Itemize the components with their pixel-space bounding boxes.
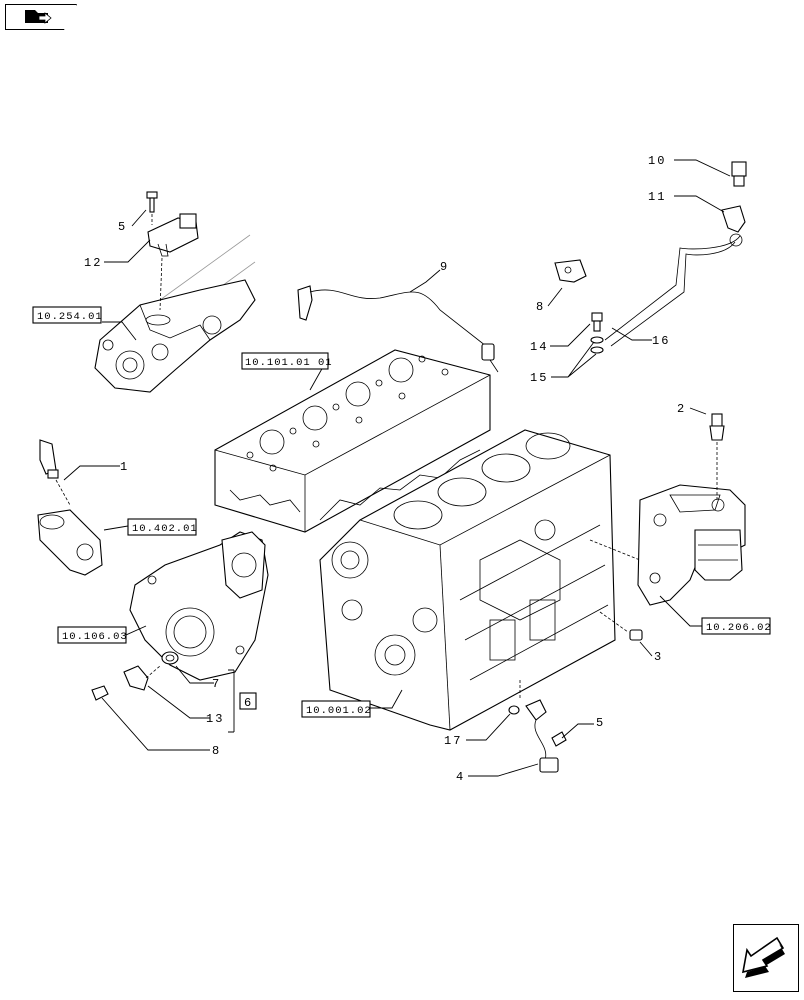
map-sensor: [147, 213, 199, 311]
oil-tube: [604, 235, 741, 347]
cylinder-head: [214, 349, 491, 533]
folder-arrow-icon: [25, 10, 52, 24]
engine-block: [319, 429, 641, 731]
mounting-bolt: [91, 685, 109, 701]
ref-label-10-402-01: 10.402.01: [132, 523, 198, 535]
back-arrow-button[interactable]: [733, 924, 799, 992]
ref-box-10-101-01-01[interactable]: [241, 352, 329, 370]
callout-1: 1: [120, 460, 129, 474]
callout-11: 11: [648, 190, 666, 204]
callout-15: 15: [530, 371, 548, 385]
o-ring-seal: [161, 651, 179, 665]
callout-8-top: 8: [536, 300, 545, 314]
plug: [599, 611, 643, 641]
top-nav-tab[interactable]: [5, 4, 77, 30]
callout-5-bottom: 5: [596, 716, 605, 730]
oil-sender: [731, 161, 747, 187]
thermostat-housing: [37, 509, 103, 576]
temperature-sensor: [39, 439, 71, 506]
callout-16: 16: [652, 334, 670, 348]
callout-4: 4: [456, 770, 465, 784]
callout-2: 2: [677, 402, 686, 416]
callout-14: 14: [530, 340, 548, 354]
ref-label-10-001-02: 10.001.02: [306, 705, 372, 717]
pressure-switch: [709, 413, 725, 500]
ref-box-10-206-02[interactable]: [701, 617, 771, 635]
bracket: [554, 259, 587, 283]
intake-manifold: [94, 234, 256, 393]
banjo-bolt-and-washers: [590, 312, 604, 354]
back-arrow-icon: [741, 936, 785, 978]
ref-label-10-106-03: 10.106.03: [62, 631, 128, 643]
callout-8-bottom: 8: [212, 744, 221, 758]
bolt: [146, 191, 158, 225]
ref-box-10-402-01[interactable]: [127, 518, 197, 536]
timing-cover: [129, 531, 269, 681]
o-ring: [508, 705, 520, 715]
ref-box-10-106-03[interactable]: [57, 626, 127, 644]
sensor-bolt: [551, 731, 567, 747]
callout-12: 12: [84, 256, 102, 270]
callout-box-6: [239, 692, 257, 710]
ref-label-10-101-01-01: 10.101.01 01: [245, 357, 333, 369]
crankshaft-sensor: [525, 699, 559, 773]
callout-17: 17: [444, 734, 462, 748]
callout-7: 7: [212, 677, 221, 691]
oil-tube-bracket: [721, 205, 746, 247]
callout-6: 6: [244, 696, 253, 710]
oil-filter-housing: [637, 484, 746, 606]
ref-label-10-206-02: 10.206.02: [706, 622, 772, 634]
exhaust-temperature-sensor: [297, 285, 499, 373]
callout-13: 13: [206, 712, 224, 726]
ref-box-10-001-02[interactable]: [301, 700, 371, 718]
callout-9: 9: [440, 260, 449, 274]
ref-box-10-254-01[interactable]: [32, 306, 102, 324]
callout-3: 3: [654, 650, 663, 664]
leader-lines: [63, 159, 731, 777]
reference-boxes: 10.254.01 10.101.01 01 10.402.01 10.106.…: [32, 306, 772, 718]
ref-label-10-254-01: 10.254.01: [37, 311, 103, 323]
callout-numbers: 5 12 9 10 11 8 14 16 15 2 1 3 7 6 13 5 1…: [84, 154, 686, 784]
callout-10: 10: [648, 154, 666, 168]
speed-sensor: [123, 665, 161, 691]
callout-5-top: 5: [118, 220, 127, 234]
